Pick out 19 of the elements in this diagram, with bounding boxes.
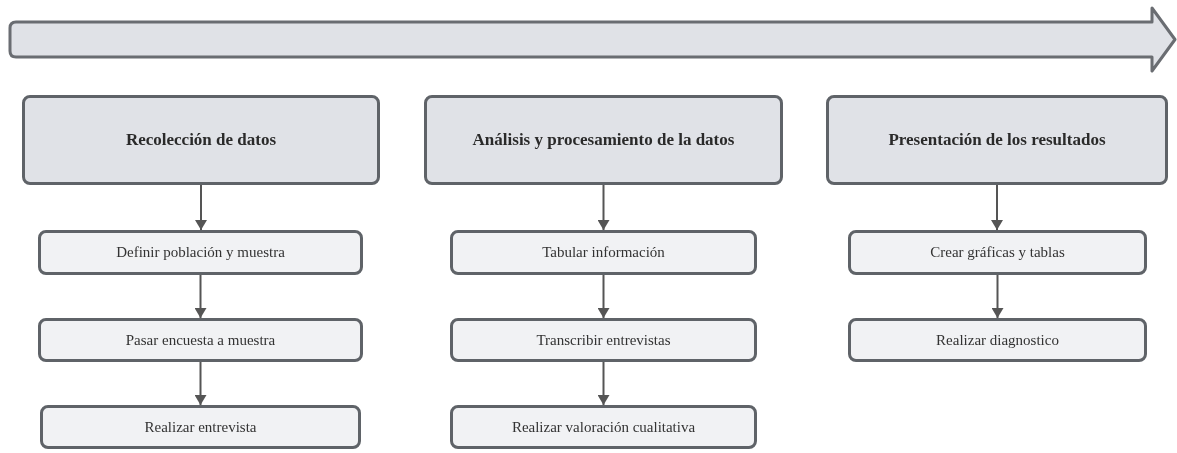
arrow [195,184,207,231]
arrow [194,361,207,406]
arrow [991,274,1004,319]
stage-box: Recolección de datos [22,95,380,185]
stage-box: Presentación de los resultados [826,95,1168,185]
arrow [194,274,207,319]
step-box: Definir población y muestra [38,230,363,275]
arrow [991,184,1003,231]
step-box: Crear gráficas y tablas [848,230,1147,275]
step-box: Realizar entrevista [40,405,361,449]
step-box: Pasar encuesta a muestra [38,318,363,362]
step-box: Realizar valoración cualitativa [450,405,757,449]
step-box: Realizar diagnostico [848,318,1147,362]
stage-box: Análisis y procesamiento de la datos [424,95,783,185]
step-box: Transcribir entrevistas [450,318,757,362]
arrow [597,274,610,319]
arrow [597,361,610,406]
arrow [597,184,610,231]
step-box: Tabular información [450,230,757,275]
